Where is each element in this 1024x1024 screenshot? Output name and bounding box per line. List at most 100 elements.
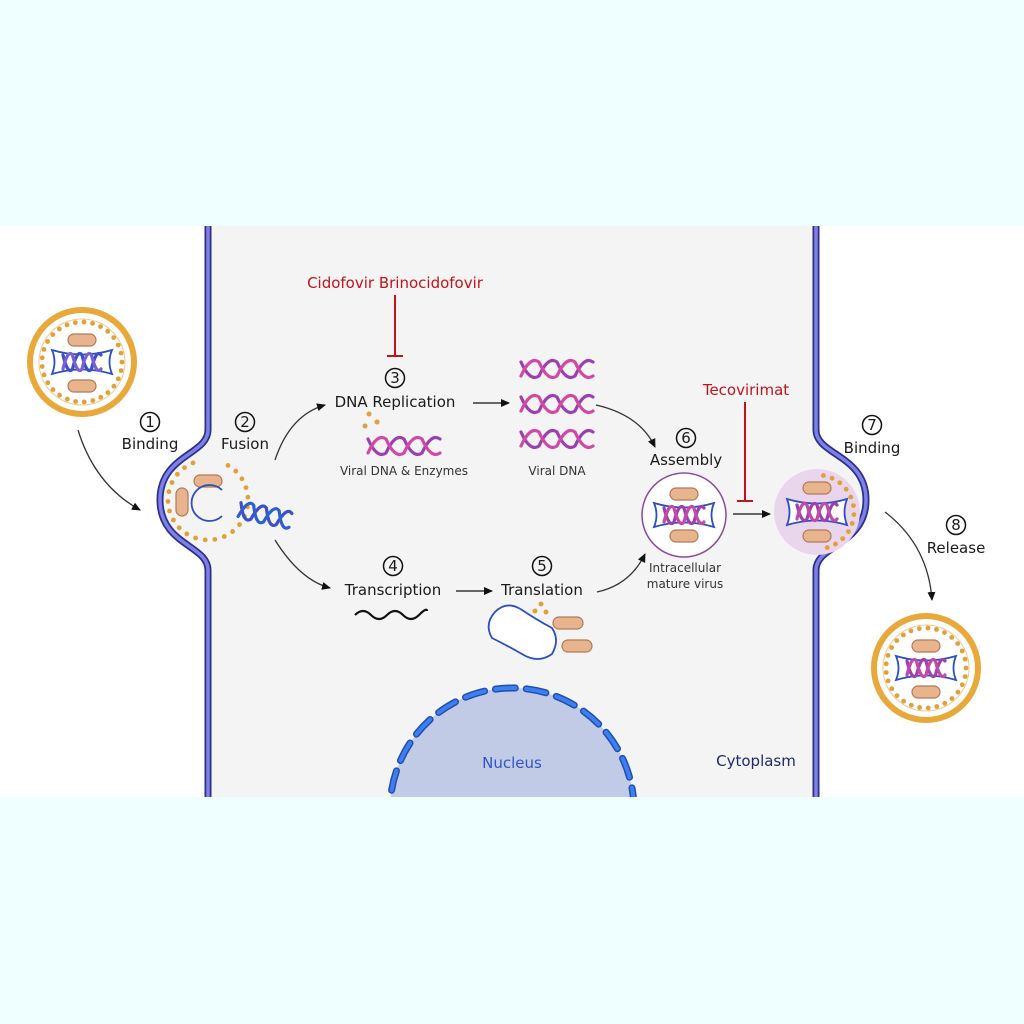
envelope-dot bbox=[908, 702, 914, 708]
envelope-dot bbox=[118, 368, 124, 373]
envelope-dot bbox=[39, 364, 45, 369]
step-6-number: 6 bbox=[681, 429, 691, 447]
step-1: 1 Binding bbox=[122, 411, 178, 453]
dna-strand bbox=[795, 501, 839, 523]
envelope-dot bbox=[81, 399, 87, 405]
envelope-dot bbox=[916, 626, 922, 631]
arrow-binding bbox=[77, 429, 141, 511]
replication-inhibitor-bar bbox=[387, 295, 403, 357]
step-8-number: 8 bbox=[951, 516, 961, 534]
envelope-dot bbox=[111, 383, 117, 389]
envelope-dot bbox=[41, 347, 47, 352]
envelope-dot bbox=[57, 326, 62, 332]
envelope-dot bbox=[821, 473, 826, 478]
envelope-dot bbox=[837, 480, 843, 486]
dna-strand bbox=[519, 393, 595, 415]
dna-strand bbox=[239, 501, 294, 527]
dna-strand bbox=[519, 358, 595, 380]
envelope-dot bbox=[190, 460, 196, 466]
envelope-dot bbox=[202, 537, 208, 543]
intracellular-caption-line1: Intracellular bbox=[649, 561, 721, 575]
dna-strand bbox=[519, 358, 595, 380]
released-virion-icon bbox=[871, 613, 981, 723]
envelope-dot bbox=[45, 380, 51, 386]
arrow-to-replication bbox=[274, 403, 326, 461]
step-7-label: Binding bbox=[844, 439, 901, 457]
envelope-dot bbox=[119, 359, 125, 365]
fusing-virion-icon bbox=[165, 460, 251, 543]
step-3-label: DNA Replication bbox=[335, 393, 456, 411]
dna-strand bbox=[519, 428, 595, 450]
envelope-dot bbox=[73, 399, 78, 404]
envelope-dot bbox=[221, 534, 227, 539]
step-2-label: Fusion bbox=[221, 435, 269, 453]
envelope-dot bbox=[885, 653, 891, 658]
budding-virus-icon bbox=[774, 469, 860, 555]
envelope-dot bbox=[64, 322, 70, 328]
intracellular-caption-line2: mature virus bbox=[647, 577, 723, 591]
release-inhibitor-label: Tecovirimat bbox=[702, 381, 789, 399]
arrow-to-transcription bbox=[274, 539, 331, 590]
envelope-dot bbox=[901, 698, 906, 704]
envelope-dot bbox=[182, 465, 187, 470]
step-6: 6 Assembly bbox=[650, 427, 722, 469]
step-8: 8 Release bbox=[927, 514, 985, 557]
nucleus-label: Nucleus bbox=[482, 754, 542, 772]
envelope-dot bbox=[934, 704, 940, 709]
envelope-dot bbox=[230, 529, 235, 534]
envelope-dot bbox=[925, 625, 931, 631]
dna-strand bbox=[519, 428, 595, 450]
envelope-dot bbox=[90, 321, 95, 326]
envelope-dot bbox=[949, 635, 955, 640]
enzyme-dots-icon bbox=[362, 411, 380, 429]
envelope-dot bbox=[848, 494, 854, 500]
envelope-dot bbox=[212, 537, 218, 542]
envelope-dot bbox=[105, 390, 111, 395]
dna-strand bbox=[795, 501, 839, 523]
envelope-dot bbox=[239, 476, 245, 482]
arrow-release bbox=[884, 511, 936, 601]
envelope-dot bbox=[72, 320, 78, 325]
envelope-dot bbox=[894, 638, 900, 643]
viral-dna-helix-icon bbox=[366, 435, 442, 457]
envelope-dot bbox=[963, 665, 969, 671]
viral-dna-caption: Viral DNA bbox=[528, 464, 586, 478]
envelope-dot bbox=[167, 508, 172, 514]
step-7-number: 7 bbox=[867, 416, 877, 434]
envelope-dot bbox=[883, 670, 889, 675]
envelope-dot bbox=[851, 512, 857, 517]
dna-strand bbox=[61, 351, 103, 373]
envelope-dot bbox=[955, 689, 961, 695]
envelope-dot bbox=[166, 489, 172, 495]
envelope-dot bbox=[885, 678, 891, 684]
envelope-dot bbox=[98, 394, 104, 400]
envelope-dot bbox=[41, 372, 47, 378]
release-inhibitor-bar bbox=[737, 402, 753, 502]
dna-strand bbox=[662, 504, 706, 526]
envelope-dot bbox=[962, 656, 968, 662]
envelope-dot bbox=[225, 463, 231, 468]
viral-dna-copy-2-icon bbox=[519, 393, 595, 415]
envelope-dot bbox=[959, 682, 965, 688]
dna-strand bbox=[236, 501, 291, 530]
envelope-dot bbox=[184, 531, 190, 537]
step-2-number: 2 bbox=[240, 413, 250, 431]
step-7: 7 Binding bbox=[844, 414, 901, 457]
envelope-dot bbox=[115, 376, 121, 382]
envelope-dot bbox=[39, 355, 45, 361]
viral-dna-copy-1-icon bbox=[519, 358, 595, 380]
viral-dna-copy-3-icon bbox=[519, 428, 595, 450]
free-virion-icon bbox=[27, 307, 137, 417]
envelope-dot bbox=[50, 387, 56, 392]
envelope-dot bbox=[889, 645, 894, 650]
viral-dna-enzymes-caption: Viral DNA & Enzymes bbox=[340, 464, 468, 478]
step-3: 3 DNA Replication bbox=[335, 367, 456, 411]
mrna-icon bbox=[354, 608, 429, 621]
envelope-dot bbox=[849, 521, 855, 526]
envelope-dot bbox=[90, 398, 96, 403]
envelope-dot bbox=[57, 392, 62, 398]
envelope-dot bbox=[942, 700, 948, 706]
step-3-number: 3 bbox=[390, 369, 400, 387]
dna-strand bbox=[366, 435, 442, 457]
envelope-dot bbox=[846, 529, 851, 534]
